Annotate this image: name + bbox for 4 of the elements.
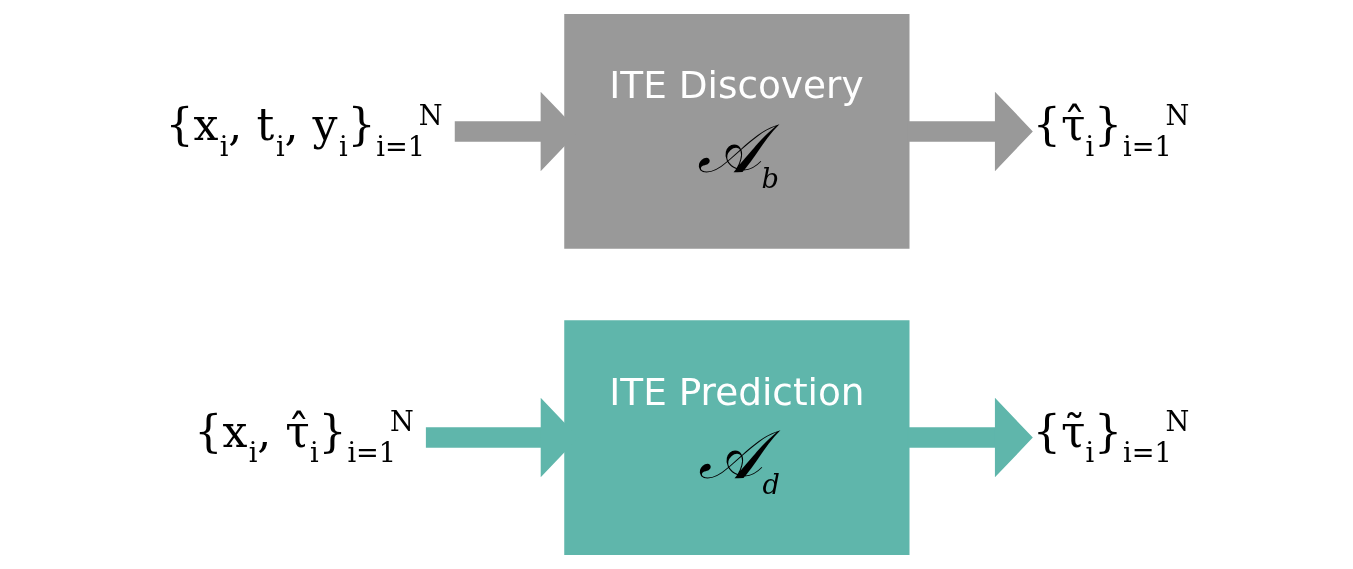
arrow [908,397,1033,478]
node-box: ITE Discovery 𝒜$_{b}$ [564,14,910,249]
arrow [908,91,1033,172]
node-box: ITE Prediction 𝒜$_{d}$ [564,320,910,555]
